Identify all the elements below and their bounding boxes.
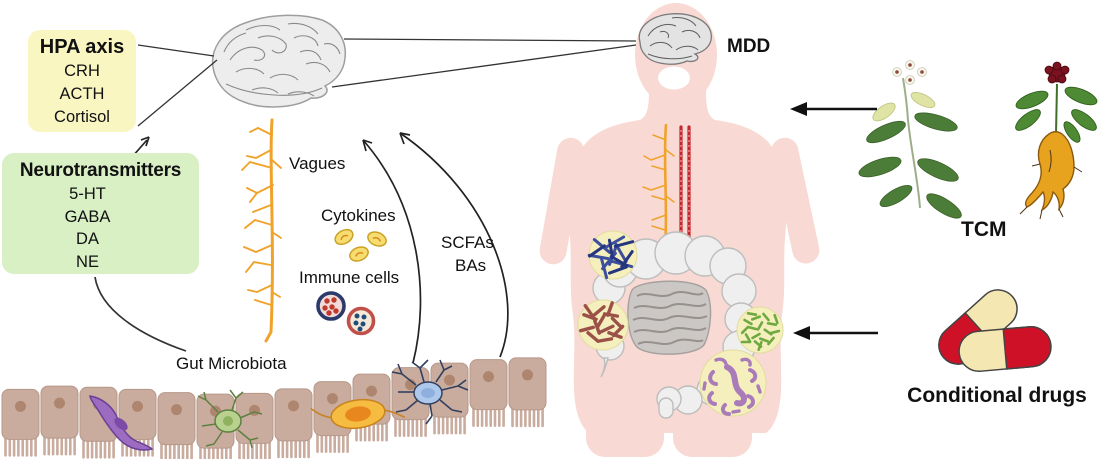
neurotransmitters-box: Neurotransmitters 5-HT GABA DA NE: [2, 153, 199, 274]
spinal-vessel: [679, 125, 691, 252]
cytokines-label: Cytokines: [321, 206, 396, 225]
vagus-nerve-illustration: [241, 118, 282, 343]
drugs-to-body-arrow: [793, 326, 878, 340]
epithelial-blue-dendritic-cell: [391, 359, 469, 425]
right-leg: [673, 412, 752, 457]
right-arm: [771, 137, 820, 264]
small-intestine: [627, 280, 712, 355]
gut-microbiota-label: Gut Microbiota: [176, 354, 287, 373]
ginseng-berries: [1044, 61, 1070, 84]
epithelial-orange-cell: [310, 398, 406, 430]
cytokine-cells: [334, 228, 387, 262]
hpa-axis-title: HPA axis: [39, 36, 125, 58]
left-leg: [586, 412, 664, 457]
conditional-drugs-label: Conditional drugs: [907, 384, 1087, 407]
brain-to-head-connector-lines: [331, 38, 637, 88]
brain-illustration: [211, 14, 347, 108]
hpa-item-acth: ACTH: [59, 85, 105, 103]
bas-label: BAs: [455, 256, 487, 275]
scfa-ba-arrows: [362, 132, 509, 364]
immune-cells-label: Immune cells: [299, 268, 400, 287]
mouth-area: [658, 66, 690, 90]
epithelial-green-stellate-cell: [197, 389, 263, 449]
tcm-label: TCM: [961, 218, 1007, 241]
hpa-axis-box: HPA axis CRH ACTH Cortisol: [28, 30, 136, 132]
left-arm: [539, 137, 585, 265]
hpa-item-crh: CRH: [64, 62, 100, 80]
mdd-label: MDD: [727, 36, 771, 57]
tcm-plant-ginseng: [1015, 61, 1098, 220]
immune-cell-blue-ring: [316, 291, 346, 321]
hpa-brain-connector-lines: [137, 44, 218, 127]
hpa-item-cortisol: Cortisol: [54, 108, 110, 126]
nt-item-da: DA: [76, 230, 99, 248]
capsule-pills: [938, 289, 1052, 373]
tcm-plant-leafy: [858, 60, 962, 219]
vagues-label: Vagues: [289, 154, 346, 173]
bacteria-circle-purple: [699, 349, 767, 417]
nt-item-5ht: 5-HT: [69, 185, 106, 203]
head-brain-illustration: [638, 13, 713, 65]
neurotransmitters-title: Neurotransmitters: [19, 160, 182, 181]
plant-flowers: [892, 60, 927, 85]
immune-cell-red-ring: [346, 306, 376, 336]
scfas-label: SCFAs: [441, 233, 494, 252]
epithelial-purple-cell: [89, 395, 154, 451]
immune-cells-illustration: [316, 291, 376, 336]
nt-item-ne: NE: [76, 252, 99, 271]
tcm-to-body-arrow: [790, 102, 877, 116]
bacteria-circle-green: [736, 306, 784, 354]
neurotransmitter-to-gut-curve: [94, 276, 187, 352]
bacteria-circle-blue: [587, 230, 638, 280]
bacteria-circle-brown: [577, 299, 629, 351]
nt-item-gaba: GABA: [64, 207, 111, 226]
